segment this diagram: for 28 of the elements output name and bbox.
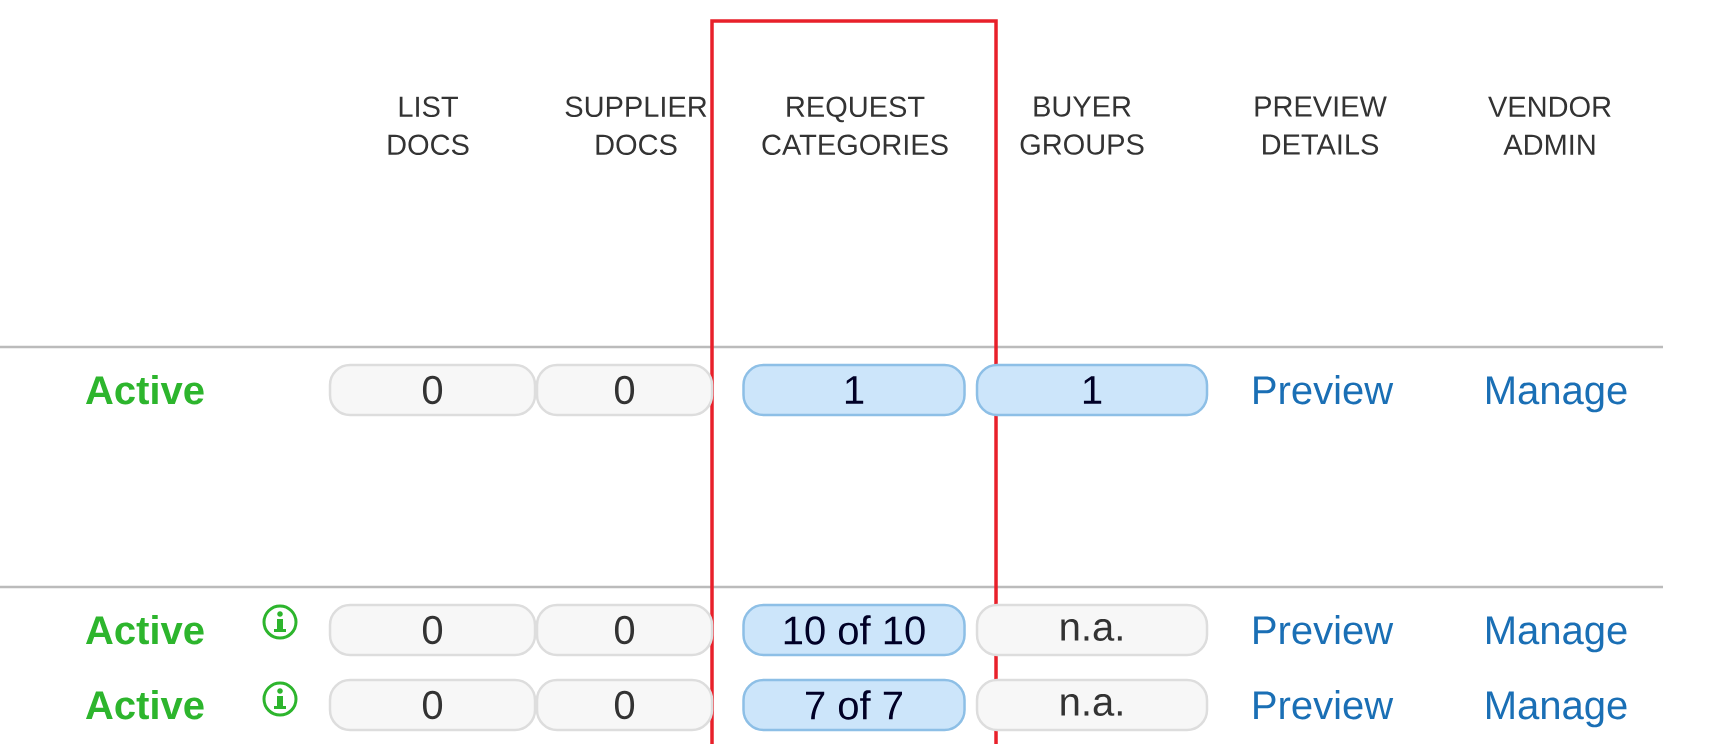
preview-link: Preview (1254, 375, 1394, 405)
status-text: Active (86, 690, 204, 720)
preview-link: Preview (1254, 690, 1394, 720)
column-header: LIST DOCS (388, 96, 469, 156)
highlight-box (710, 19, 998, 744)
status-text: Active (86, 375, 204, 405)
count-pill: 7 of 7 (742, 678, 966, 732)
column-header: PREVIEW DETAILS (1255, 96, 1387, 155)
count-pill: 1 (742, 363, 966, 417)
count-pill: 1 (975, 363, 1209, 417)
count-pill: 0 (535, 678, 714, 732)
preview-link: Preview (1254, 615, 1394, 645)
count-pill: 0 (328, 678, 537, 732)
count-pill: 0 (328, 603, 537, 657)
count-pill: 0 (535, 603, 714, 657)
count-pill: 10 of 10 (742, 603, 966, 657)
manage-link: Manage (1487, 376, 1627, 413)
column-header: SUPPLIER DOCS (565, 96, 707, 156)
column-header: REQUEST CATEGORIES (762, 96, 948, 156)
count-pill: n.a. (975, 678, 1209, 732)
status-text: Active (86, 615, 204, 645)
manage-link: Manage (1487, 616, 1627, 653)
count-pill: n.a. (975, 603, 1209, 657)
column-header: BUYER GROUPS (1020, 96, 1144, 155)
column-header: VENDOR ADMIN (1488, 96, 1611, 155)
count-pill: 0 (535, 363, 714, 417)
count-pill: 0 (328, 363, 537, 417)
manage-link: Manage (1487, 691, 1627, 728)
